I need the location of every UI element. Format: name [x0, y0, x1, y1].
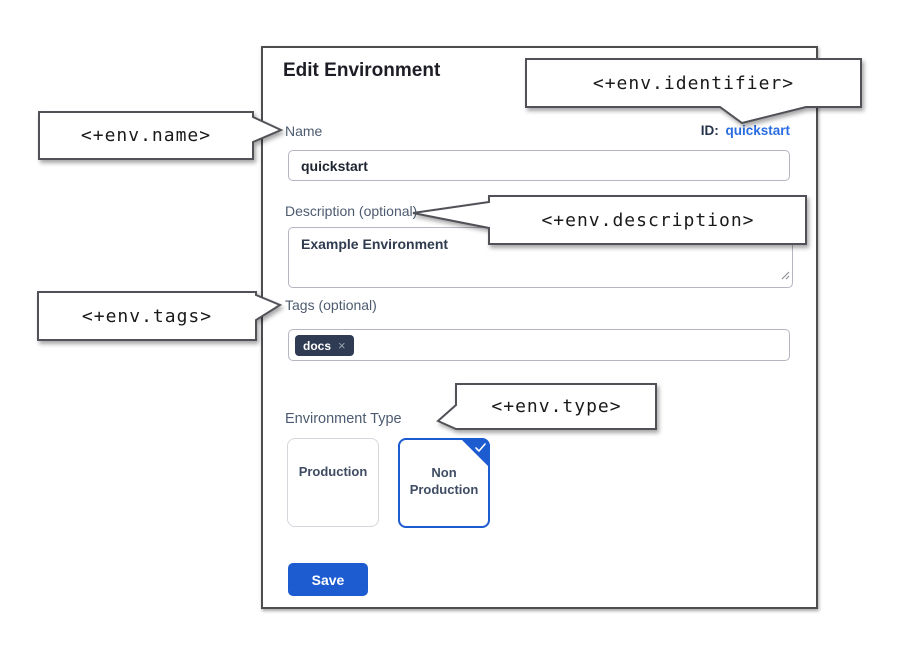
description-value: Example Environment [301, 236, 449, 252]
type-card-non-production[interactable]: Non Production [398, 438, 490, 528]
type-card-production-label: Production [298, 464, 368, 479]
callout-type: <+env.type> [436, 383, 658, 431]
callout-description: <+env.description> [412, 195, 808, 245]
id-value-link[interactable]: quickstart [725, 123, 790, 138]
tag-remove-icon[interactable]: × [338, 338, 346, 353]
callout-tags-bubble-shape [37, 291, 282, 341]
description-label: Description (optional) [285, 203, 418, 219]
identifier-row: ID: quickstart [701, 123, 790, 138]
dialog-title: Edit Environment [283, 60, 441, 81]
callout-identifier-text: <+env.identifier> [592, 72, 795, 94]
callout-identifier: <+env.identifier> [525, 58, 862, 128]
callout-name-bubble-shape [38, 111, 283, 160]
callout-description-text: <+env.description> [541, 209, 755, 231]
callout-tags: <+env.tags> [37, 291, 282, 341]
type-card-non-production-label: Non Production [409, 465, 479, 497]
callout-identifier-bubble-shape [525, 58, 862, 125]
callout-name-text: <+env.name> [80, 125, 212, 146]
callout-tags-text: <+env.tags> [81, 305, 213, 327]
resize-handle-icon[interactable] [780, 267, 790, 285]
name-input[interactable] [288, 150, 790, 181]
environment-type-label: Environment Type [285, 411, 402, 427]
name-label: Name [285, 123, 323, 139]
save-button[interactable]: Save [288, 563, 368, 596]
id-label: ID: [700, 123, 719, 138]
callout-type-text: <+env.type> [491, 395, 622, 417]
type-card-production[interactable]: Production [287, 438, 379, 527]
tags-input[interactable]: docs × [288, 329, 790, 361]
tags-label: Tags (optional) [285, 297, 377, 313]
callout-description-bubble-shape [412, 195, 807, 245]
tag-chip: docs × [295, 335, 354, 356]
callout-name: <+env.name> [38, 111, 283, 160]
edit-environment-dialog: Edit Environment Name ID: quickstart Des… [261, 46, 818, 609]
tag-chip-label: docs [303, 338, 332, 353]
callout-type-bubble-shape [436, 383, 657, 430]
